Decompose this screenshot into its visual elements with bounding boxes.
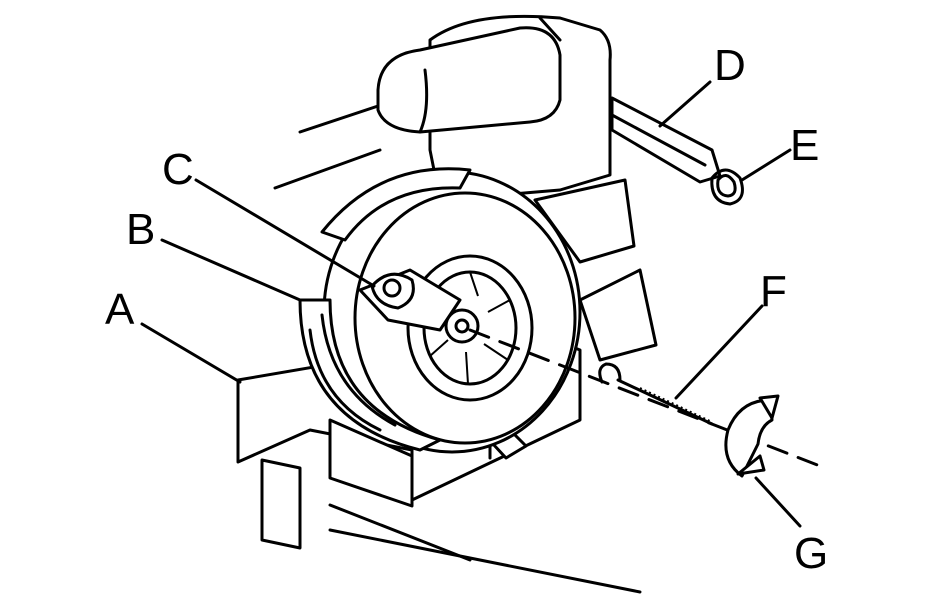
leader-e <box>740 148 792 182</box>
callout-g: G <box>794 529 828 578</box>
callout-c: C <box>162 145 194 194</box>
leader-a <box>140 322 242 384</box>
callout-b: B <box>126 205 155 254</box>
upper-compartment <box>376 14 612 202</box>
bolt-f <box>598 362 714 426</box>
callout-e: E <box>790 121 819 170</box>
leader-d <box>658 80 712 128</box>
wing-nut-g <box>724 394 780 478</box>
ring-e <box>710 168 744 206</box>
callout-d: D <box>714 41 746 90</box>
leader-f <box>674 304 764 400</box>
callout-a: A <box>105 285 135 334</box>
leader-b <box>160 238 302 302</box>
callout-f: F <box>760 267 787 316</box>
strap-d <box>610 96 722 184</box>
nut-c <box>370 272 415 310</box>
axis-line <box>468 328 822 468</box>
leader-g <box>754 476 802 528</box>
leader-lines <box>140 80 802 528</box>
leader-c <box>194 178 376 288</box>
